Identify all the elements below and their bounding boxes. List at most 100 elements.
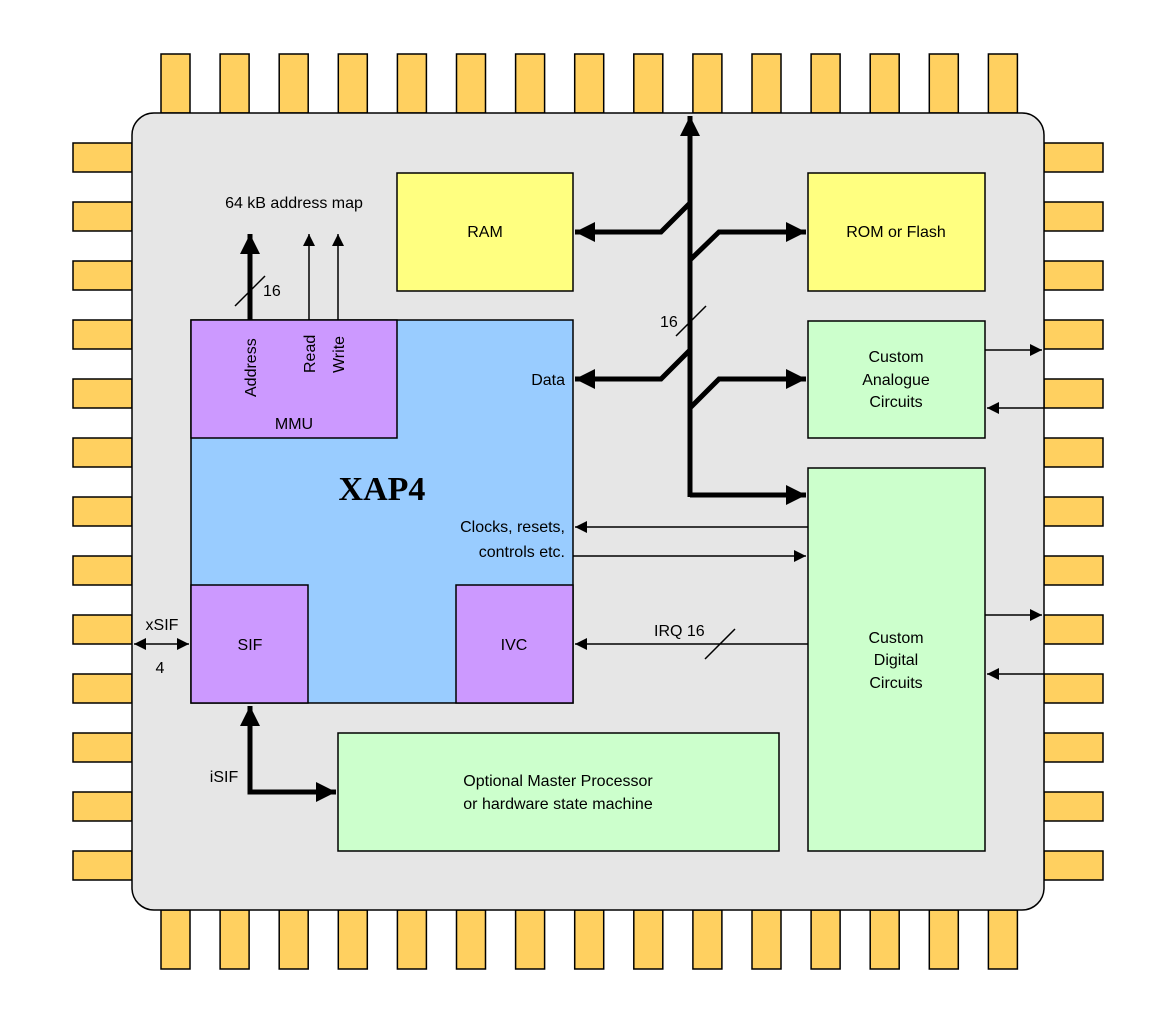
pin xyxy=(1043,791,1104,822)
master-block xyxy=(337,732,780,852)
pin xyxy=(1043,378,1104,409)
pin xyxy=(1043,201,1104,232)
read-label: Read xyxy=(302,335,319,373)
xap4-title: XAP4 xyxy=(339,471,426,508)
pin xyxy=(72,142,133,173)
rom-label: ROM or Flash xyxy=(846,224,946,241)
isif-label: iSIF xyxy=(210,769,239,786)
sif-block xyxy=(190,584,309,704)
pin xyxy=(72,673,133,704)
master-label-2: or hardware state machine xyxy=(463,796,653,813)
rom-block xyxy=(807,172,986,292)
pin xyxy=(633,909,664,970)
digital-label-2: Digital xyxy=(874,652,918,669)
pin xyxy=(810,53,841,114)
sif-label: SIF xyxy=(238,637,263,654)
pin xyxy=(514,909,546,970)
clocks-label-2: controls etc. xyxy=(479,544,565,561)
pin xyxy=(278,909,309,970)
pin xyxy=(160,909,191,970)
pin xyxy=(72,791,133,822)
master-label-1: Optional Master Processor xyxy=(463,773,653,790)
pin xyxy=(1043,555,1104,586)
bus-to-analogue-arrow xyxy=(688,369,806,410)
bus-width-slash xyxy=(675,305,707,337)
pin xyxy=(1043,142,1104,173)
pin xyxy=(219,53,250,114)
irq-label: IRQ 16 xyxy=(654,623,705,640)
pin xyxy=(1043,732,1104,763)
pin xyxy=(72,319,133,350)
ram-block xyxy=(396,172,574,292)
mmu-block xyxy=(190,319,398,439)
address-label: Address xyxy=(243,338,260,397)
pin xyxy=(869,53,900,114)
bus-to-core-data-arrow xyxy=(575,348,692,389)
pin xyxy=(1043,496,1104,527)
pin xyxy=(692,909,723,970)
pin xyxy=(1043,673,1104,704)
pin xyxy=(219,909,250,970)
pin xyxy=(928,53,960,114)
pin xyxy=(751,53,782,114)
pin xyxy=(1043,260,1104,291)
pin xyxy=(514,53,546,114)
pin xyxy=(160,53,191,114)
analogue-label-2: Analogue xyxy=(862,372,930,389)
xsif-width-label: 4 xyxy=(156,660,165,677)
bus-to-ram-arrow xyxy=(575,201,692,242)
data-label: Data xyxy=(531,372,565,389)
pin xyxy=(396,909,428,970)
address-map-label: 64 kB address map xyxy=(225,195,363,212)
pin xyxy=(751,909,782,970)
ivc-block xyxy=(455,584,574,704)
write-label: Write xyxy=(331,336,348,373)
address-width-label: 16 xyxy=(263,283,281,300)
pin xyxy=(72,614,133,645)
ram-label: RAM xyxy=(467,224,503,241)
chip-pins xyxy=(72,53,1104,970)
mmu-label: MMU xyxy=(275,416,313,433)
pin xyxy=(72,496,133,527)
bus-width-label: 16 xyxy=(660,314,678,331)
pin xyxy=(573,909,605,970)
analogue-label-3: Circuits xyxy=(869,394,922,411)
pin xyxy=(72,378,133,409)
bus-to-rom-arrow xyxy=(688,222,806,262)
pin xyxy=(987,53,1019,114)
pin xyxy=(72,732,133,763)
address-width-slash xyxy=(234,275,266,307)
pin xyxy=(396,53,428,114)
pin xyxy=(1043,319,1104,350)
pin xyxy=(1043,850,1104,881)
pin xyxy=(72,555,133,586)
pin xyxy=(72,850,133,881)
pin xyxy=(337,909,369,970)
pin xyxy=(1043,437,1104,468)
ivc-label: IVC xyxy=(501,637,528,654)
xsif-label: xSIF xyxy=(146,617,179,634)
pin xyxy=(337,53,369,114)
digital-label-1: Custom xyxy=(868,630,923,647)
digital-block xyxy=(807,467,986,852)
pin xyxy=(633,53,664,114)
pin xyxy=(72,260,133,291)
pin xyxy=(987,909,1019,970)
pin xyxy=(869,909,900,970)
pin xyxy=(928,909,960,970)
pin xyxy=(455,909,487,970)
pin xyxy=(455,53,487,114)
pin xyxy=(1043,614,1104,645)
analogue-label-1: Custom xyxy=(868,349,923,366)
pin xyxy=(278,53,309,114)
pin xyxy=(72,437,133,468)
pin xyxy=(692,53,723,114)
pin xyxy=(573,53,605,114)
pin xyxy=(810,909,841,970)
irq-width-slash xyxy=(704,628,736,660)
pin xyxy=(72,201,133,232)
isif-arrow xyxy=(240,706,336,802)
digital-label-3: Circuits xyxy=(869,675,922,692)
clocks-label-1: Clocks, resets, xyxy=(460,519,565,536)
